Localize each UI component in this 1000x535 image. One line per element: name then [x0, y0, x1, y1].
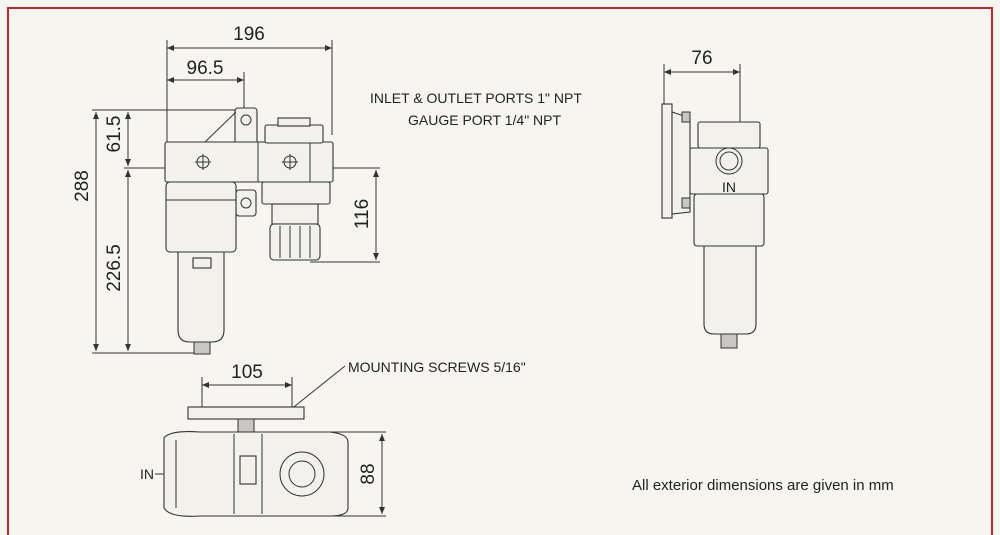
- side-in-label: IN: [722, 179, 736, 195]
- front-view: 196 96.5 288 61.5 226.5 116: [72, 24, 380, 355]
- dim-288: 288: [72, 170, 93, 202]
- dim-61-5: 61.5: [104, 116, 125, 153]
- units-note: All exterior dimensions are given in mm: [632, 477, 894, 494]
- dim-88: 88: [358, 463, 379, 484]
- dim-105: 105: [231, 362, 263, 383]
- dim-196: 196: [233, 24, 265, 45]
- dim-96-5: 96.5: [187, 58, 224, 79]
- bottom-view: 105 MOUNTING SCREWS 5/16" IN 88: [140, 359, 526, 517]
- dim-116: 116: [352, 199, 373, 229]
- dim-226-5: 226.5: [104, 244, 125, 292]
- ports-note-line2: GAUGE PORT 1/4" NPT: [408, 112, 561, 128]
- side-view: 76 IN: [661, 48, 769, 349]
- bottom-in-label: IN: [140, 466, 154, 482]
- mounting-note: MOUNTING SCREWS 5/16": [348, 359, 526, 375]
- dim-76: 76: [691, 48, 712, 69]
- ports-note-line1: INLET & OUTLET PORTS 1" NPT: [370, 90, 582, 106]
- page-border: [7, 7, 993, 535]
